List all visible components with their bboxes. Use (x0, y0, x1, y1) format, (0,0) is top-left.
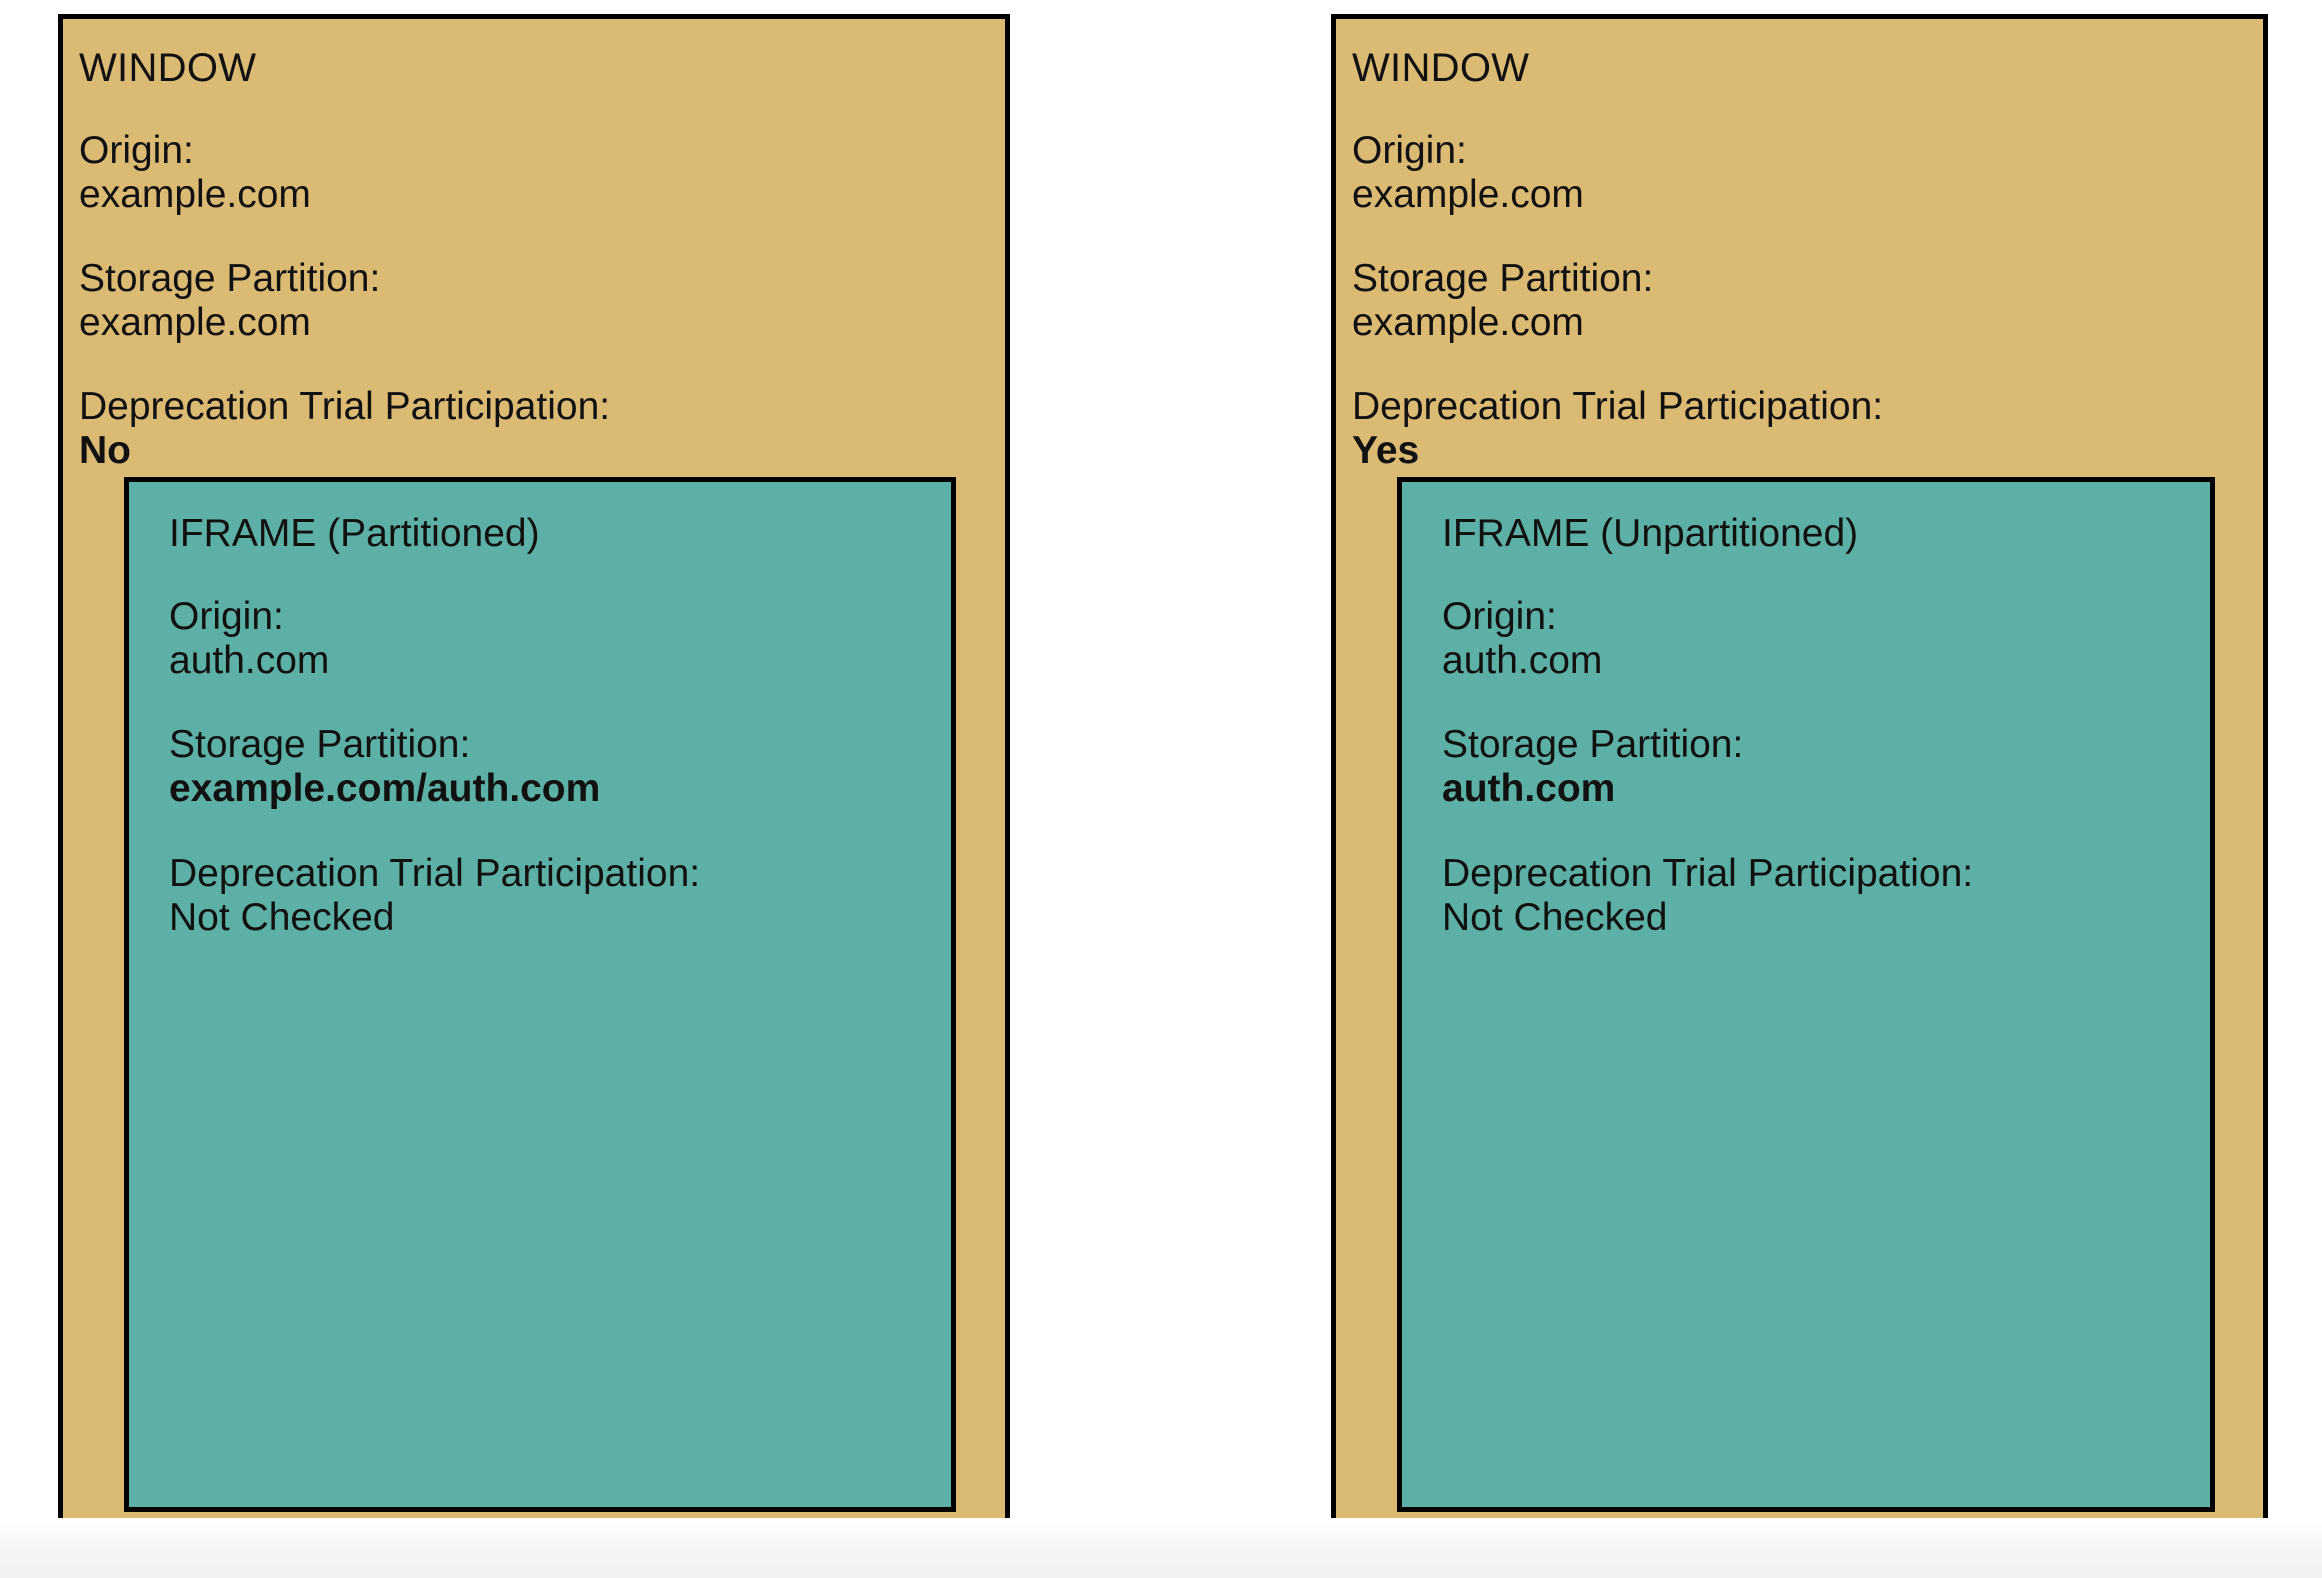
window-origin-label-left: Origin: (79, 129, 194, 172)
window-deprecation-field-right: Deprecation Trial Participation: Yes (1352, 385, 1883, 473)
iframe-origin-value-left: auth.com (169, 639, 330, 682)
window-deprecation-value-left: No (79, 429, 131, 472)
window-deprecation-field-left: Deprecation Trial Participation: No (79, 385, 610, 473)
iframe-title-right: IFRAME (Unpartitioned) (1442, 512, 1859, 555)
window-origin-label-right: Origin: (1352, 129, 1467, 172)
window-storage-value-left: example.com (79, 301, 311, 344)
iframe-storage-label-right: Storage Partition: (1442, 723, 1744, 766)
window-title-left: WINDOW (79, 46, 257, 90)
iframe-deprecation-value-right: Not Checked (1442, 896, 1668, 939)
iframe-origin-value-right: auth.com (1442, 639, 1603, 682)
iframe-origin-label-left: Origin: (169, 595, 284, 638)
iframe-storage-field-left: Storage Partition: example.com/auth.com (169, 723, 600, 811)
iframe-storage-label-left: Storage Partition: (169, 723, 471, 766)
iframe-deprecation-label-right: Deprecation Trial Participation: (1442, 852, 1974, 895)
iframe-deprecation-field-left: Deprecation Trial Participation: Not Che… (169, 852, 700, 940)
window-box-right: WINDOW Origin: example.com Storage Parti… (1331, 14, 2268, 1553)
iframe-storage-value-right: auth.com (1442, 767, 1616, 810)
window-storage-field-right: Storage Partition: example.com (1352, 257, 1653, 345)
window-storage-value-right: example.com (1352, 301, 1584, 344)
window-box-left: WINDOW Origin: example.com Storage Parti… (58, 14, 1010, 1553)
iframe-deprecation-label-left: Deprecation Trial Participation: (169, 852, 701, 895)
window-storage-label-left: Storage Partition: (79, 257, 381, 300)
iframe-origin-label-right: Origin: (1442, 595, 1557, 638)
window-origin-value-left: example.com (79, 173, 311, 216)
window-origin-field-right: Origin: example.com (1352, 129, 1584, 217)
iframe-deprecation-value-left: Not Checked (169, 896, 395, 939)
iframe-box-right: IFRAME (Unpartitioned) Origin: auth.com … (1397, 477, 2215, 1512)
page-bottom-fade (0, 1518, 2322, 1578)
window-storage-label-right: Storage Partition: (1352, 257, 1654, 300)
window-deprecation-label-left: Deprecation Trial Participation: (79, 385, 611, 428)
window-origin-value-right: example.com (1352, 173, 1584, 216)
iframe-box-left: IFRAME (Partitioned) Origin: auth.com St… (124, 477, 956, 1512)
iframe-storage-value-left: example.com/auth.com (169, 767, 601, 810)
iframe-title-left: IFRAME (Partitioned) (169, 512, 540, 555)
window-deprecation-label-right: Deprecation Trial Participation: (1352, 385, 1884, 428)
window-origin-field-left: Origin: example.com (79, 129, 311, 217)
iframe-origin-field-left: Origin: auth.com (169, 595, 329, 683)
window-deprecation-value-right: Yes (1352, 429, 1420, 472)
iframe-deprecation-field-right: Deprecation Trial Participation: Not Che… (1442, 852, 1973, 940)
window-title-right: WINDOW (1352, 46, 1530, 90)
iframe-origin-field-right: Origin: auth.com (1442, 595, 1602, 683)
iframe-storage-field-right: Storage Partition: auth.com (1442, 723, 1743, 811)
window-storage-field-left: Storage Partition: example.com (79, 257, 380, 345)
